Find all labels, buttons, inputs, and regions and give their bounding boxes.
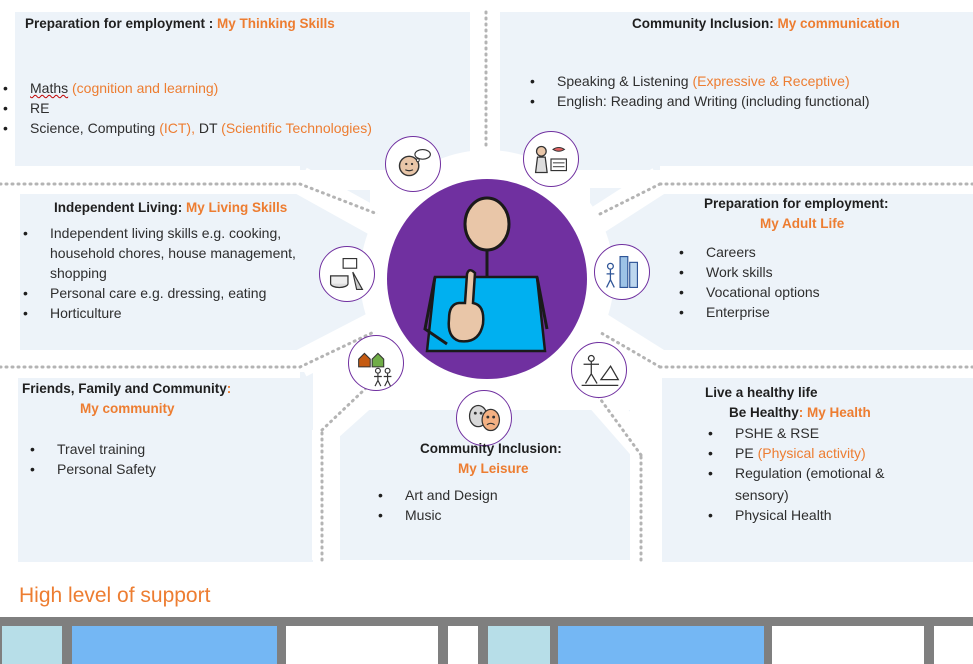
health-exercise-icon	[571, 342, 627, 398]
cooking-icon	[319, 246, 375, 302]
cell	[488, 626, 550, 664]
list-item: Careers	[676, 242, 966, 262]
list-item: Personal care e.g. dressing, eating	[20, 283, 320, 303]
list-item: Horticulture	[20, 303, 320, 323]
list-item: Speaking & Listening (Expressive & Recep…	[527, 71, 967, 91]
box-title: Live a healthy life	[705, 385, 818, 400]
cell	[72, 626, 277, 664]
box-community: Friends, Family and Community: My commun…	[22, 379, 312, 479]
box-living-skills: Independent Living: My Living Skills Ind…	[20, 198, 320, 323]
list-item: English: Reading and Writing (including …	[527, 91, 967, 111]
list-item: Art and Design	[375, 485, 625, 505]
leisure-masks-icon	[456, 390, 512, 446]
cell	[2, 626, 62, 664]
box-title: Friends, Family and Community:	[22, 381, 232, 396]
cell	[772, 626, 924, 664]
list-item: Travel training	[27, 439, 312, 459]
list-item: PE (Physical activity)	[705, 443, 965, 463]
thinking-face-icon	[385, 136, 441, 192]
community-icon	[348, 335, 404, 391]
cell	[558, 626, 764, 664]
cell	[448, 626, 478, 664]
list-item: Maths (cognition and learning)	[0, 78, 465, 98]
panel-living	[20, 190, 370, 352]
list-item-continuation: household chores, house management,	[50, 245, 296, 261]
box-title-highlight: My Adult Life	[760, 216, 845, 231]
list-item-continuation: sensory)	[735, 487, 789, 503]
title-highlight: My Thinking Skills	[217, 16, 335, 31]
list-item: Work skills	[676, 262, 966, 282]
box-title-highlight: Be Healthy: My Health	[729, 405, 871, 420]
list-item: Regulation (emotional &	[705, 463, 965, 483]
box-title: Independent Living: My Living Skills	[54, 200, 288, 215]
list-item: RE	[0, 98, 465, 118]
title-prefix: Preparation for employment :	[25, 16, 218, 31]
communication-icon	[523, 131, 579, 187]
box-thinking-skills: Preparation for employment : My Thinking…	[3, 14, 465, 138]
adult-life-icon	[594, 244, 650, 300]
box-title: Community Inclusion: My communication	[632, 16, 900, 31]
box-title-highlight: My Leisure	[458, 461, 529, 476]
support-level-label: High level of support	[19, 584, 211, 607]
list-item: Independent living skills e.g. cooking,	[20, 223, 320, 243]
list-item: Enterprise	[676, 302, 966, 322]
list-item: Physical Health	[705, 505, 965, 525]
box-title: Preparation for employment:	[704, 196, 889, 211]
box-title: Preparation for employment : My Thinking…	[25, 14, 465, 34]
box-health: Live a healthy life Be Healthy: My Healt…	[705, 383, 965, 525]
cell	[286, 626, 438, 664]
box-communication: Community Inclusion: My communication Sp…	[527, 14, 967, 111]
bottom-table-strip	[0, 617, 973, 664]
list-item: Science, Computing (ICT), DT (Scientific…	[0, 118, 465, 138]
box-leisure: Community Inclusion: My Leisure Art and …	[375, 439, 625, 525]
box-title: Community Inclusion:	[420, 441, 562, 456]
box-title-highlight: My community	[80, 401, 175, 416]
list-item: Personal Safety	[27, 459, 312, 479]
list-item: Music	[375, 505, 625, 525]
list-item: PSHE & RSE	[705, 423, 965, 443]
list-item-continuation: shopping	[50, 265, 107, 281]
box-adult-life: Preparation for employment: My Adult Lif…	[676, 194, 966, 322]
pupil-pointing-icon	[423, 196, 549, 353]
cell	[934, 626, 973, 664]
list-item: Vocational options	[676, 282, 966, 302]
